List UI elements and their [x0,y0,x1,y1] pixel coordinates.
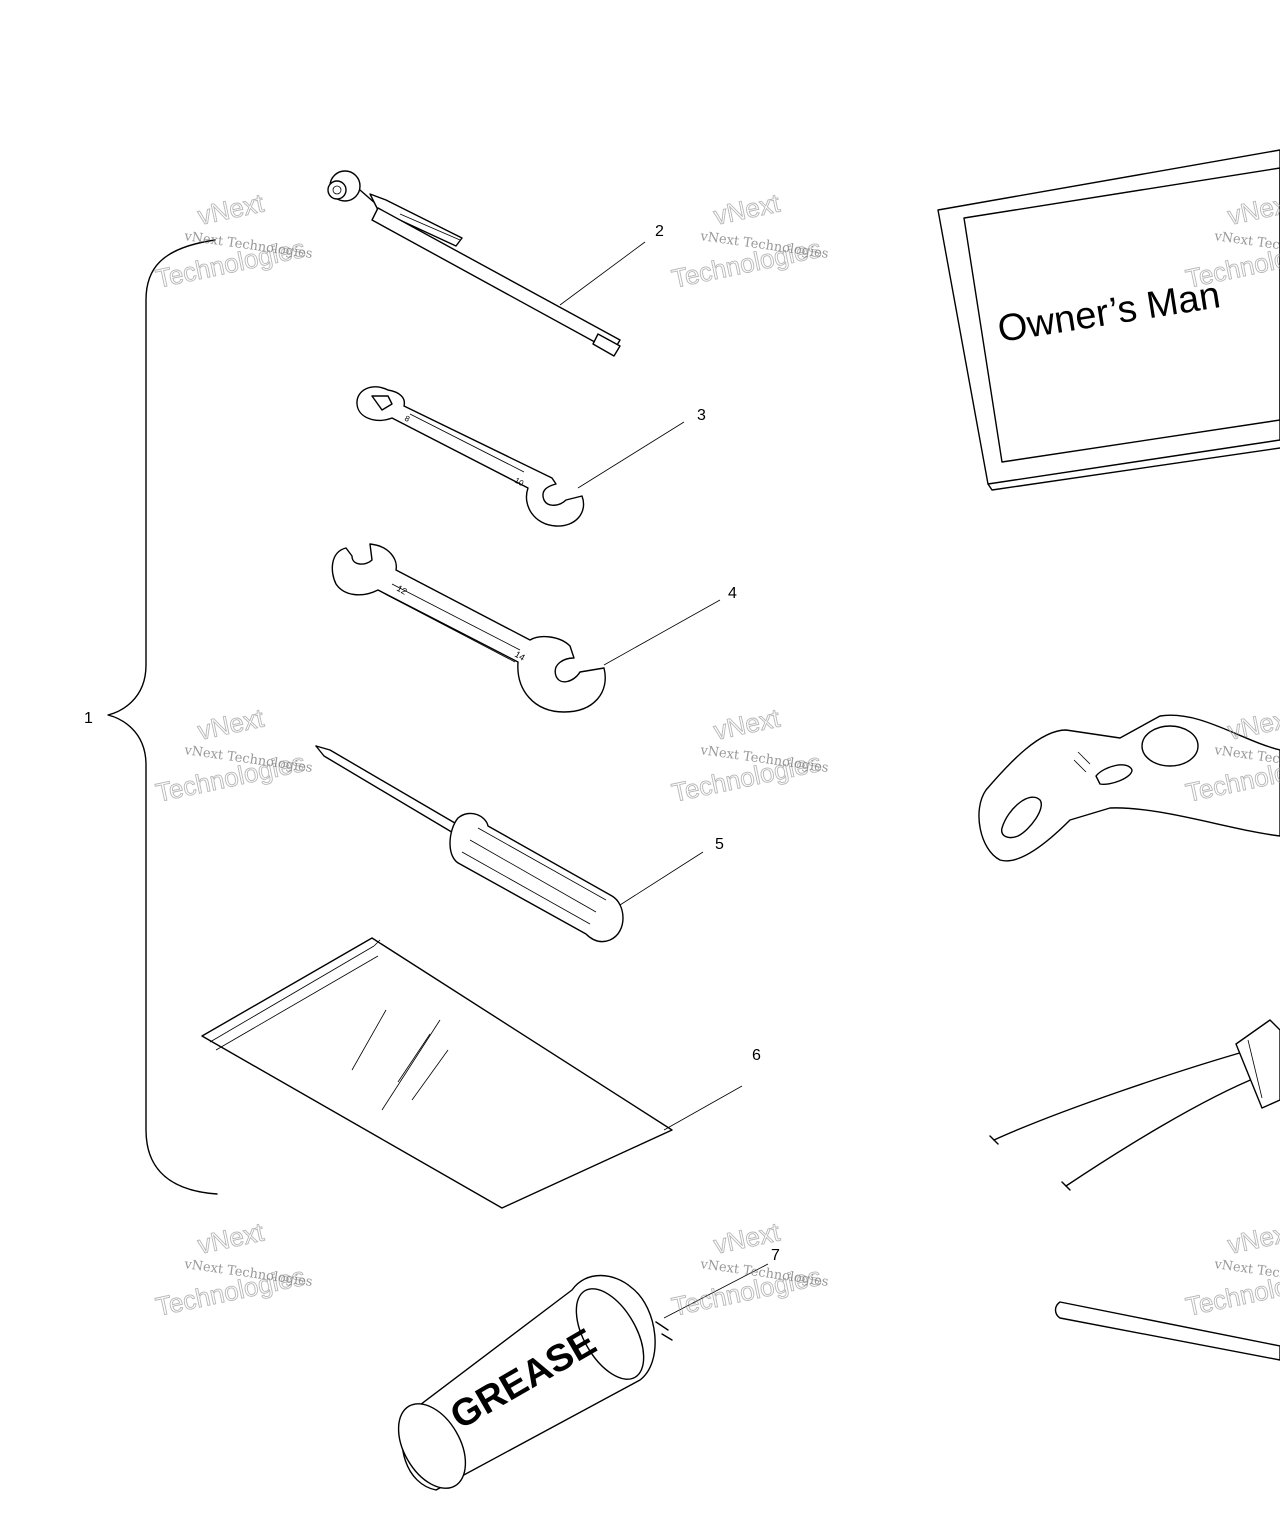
leader-6 [663,1085,743,1131]
svg-text:vNext: vNext [1225,1217,1280,1260]
svg-text:vNext: vNext [1225,703,1280,746]
leader-3 [577,421,685,489]
watermark-7: vNext Technologies vNext Technologies [153,1216,314,1322]
small-wrench-size-a: 8 [403,414,412,424]
grease-tube-icon: GREASE [397,1274,673,1491]
small-wrench-icon: 8 10 [356,386,585,527]
plastic-bag-icon [201,937,673,1209]
svg-text:vNext: vNext [711,703,783,746]
svg-text:vNext: vNext [195,188,267,231]
callout-6: 6 [752,1047,761,1064]
owners-manual-icon: Owner’s Man [937,149,1280,491]
wire-connector-icon [989,1019,1280,1191]
bracket-part-icon [978,714,1280,862]
leader-5 [619,851,704,906]
leader-2 [559,241,646,306]
watermark-4: vNext Technologies vNext Technologies [153,702,314,808]
watermark-2: vNext Technologies vNext Technologies [669,187,830,294]
callout-5: 5 [715,836,724,853]
watermark-1: vNext Technologies vNext Technologies [153,187,314,294]
rod-icon [1054,1301,1280,1361]
leader-4 [603,599,721,666]
kit-bracket [107,239,218,1195]
callout-1: 1 [84,710,93,727]
svg-text:vNext: vNext [195,703,267,746]
large-wrench-size-b: 14 [513,649,527,663]
leader-7 [663,1263,769,1319]
callout-2: 2 [655,223,664,240]
svg-text:vNext: vNext [195,1217,267,1260]
callout-7: 7 [771,1247,780,1264]
screwdriver-icon [315,745,624,943]
callout-3: 3 [697,407,706,424]
callout-4: 4 [728,585,737,602]
large-wrench-size-a: 12 [395,583,409,597]
large-wrench-icon: 12 14 [331,543,606,713]
watermark-8: vNext Technologies vNext Technologies [669,1216,830,1322]
pressure-gauge-icon [327,170,621,357]
watermark-9: vNext Technologies vNext Technologies [1183,1216,1280,1322]
svg-text:vNext: vNext [711,188,783,231]
watermark-5: vNext Technologies vNext Technologies [669,702,830,808]
